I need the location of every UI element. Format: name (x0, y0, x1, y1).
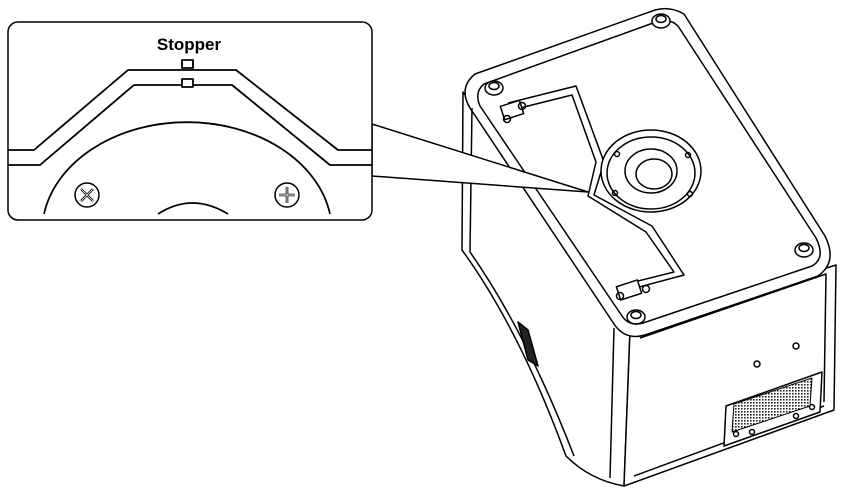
stopper-tab-top (181, 59, 194, 69)
stand-bracket-outer (507, 85, 685, 291)
foot-top (651, 13, 671, 29)
mounting-socket (600, 129, 702, 213)
cabinet-top-inner-edge (477, 19, 821, 325)
stopper-tab-bottom (181, 78, 194, 88)
speaker-cabinet (461, 7, 837, 487)
socket-inner-arc (157, 202, 229, 215)
foot-left (484, 80, 504, 96)
cross-screw-x-icon (74, 182, 100, 208)
side-handle-slot (517, 321, 539, 367)
foot-bottom (626, 309, 646, 325)
stopper-label: Stopper (157, 35, 222, 54)
cabinet-side-edge-line-2 (609, 327, 615, 479)
bracket-clamp-top (499, 99, 527, 124)
bracket-clamp-bottom (615, 279, 651, 301)
front-grille (723, 371, 823, 447)
cabinet-front-edge-line (639, 273, 827, 403)
socket-arc (43, 121, 331, 215)
front-hole-left (753, 360, 761, 368)
stopper-outer-line (8, 69, 372, 151)
callout-box: Stopper (7, 21, 373, 221)
front-hole-right (792, 342, 800, 350)
cross-screw-plus-icon (274, 182, 300, 208)
foot-right (794, 242, 814, 258)
cabinet-side-edge-line (469, 107, 575, 457)
stand-bracket-inner (511, 94, 675, 284)
